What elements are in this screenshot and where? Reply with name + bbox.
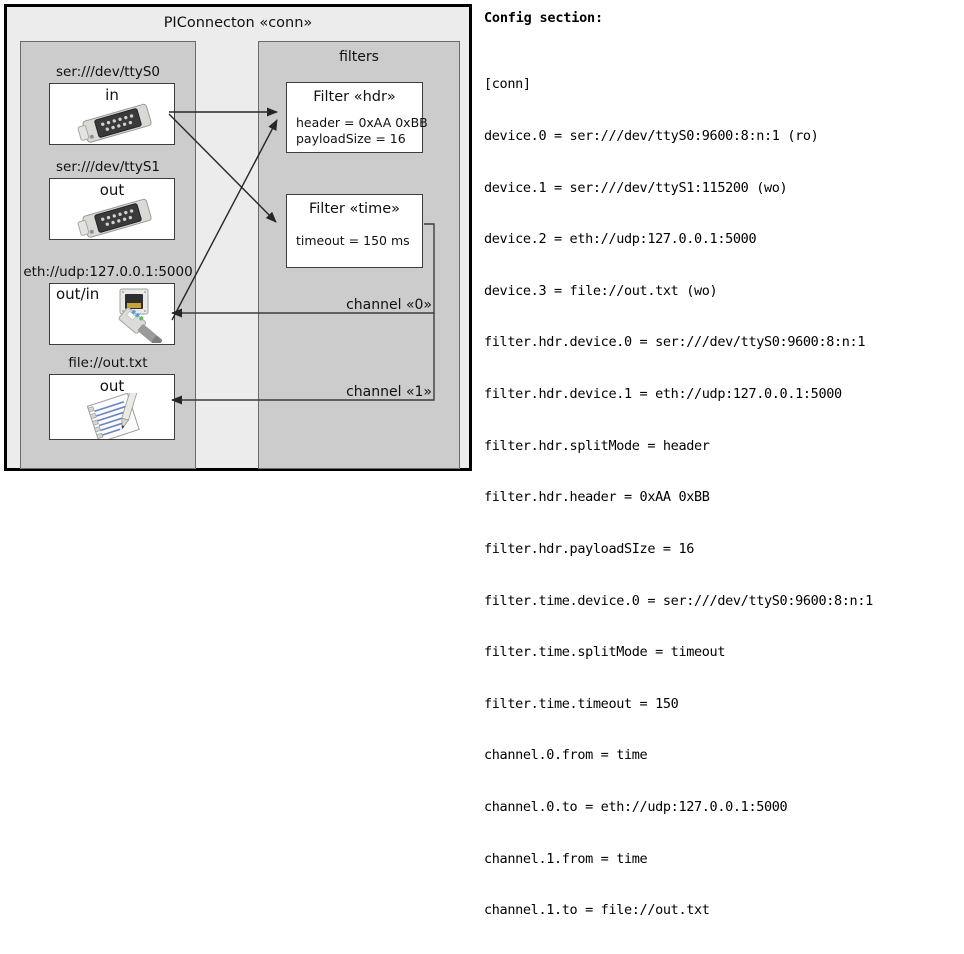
device-box-eth[interactable]: out/in <box>49 283 175 345</box>
config-line: filter.time.device.0 = ser:///dev/ttyS0:… <box>484 592 873 609</box>
config-line: filter.hdr.device.1 = eth://udp:127.0.0.… <box>484 386 842 403</box>
devices-panel: ser:///dev/ttyS0 in <box>20 41 196 469</box>
diagram-title: PIConnecton «conn» <box>163 15 313 31</box>
config-line: device.0 = ser:///dev/ttyS0:9600:8:n:1 (… <box>484 128 819 145</box>
device-box-file[interactable]: out <box>49 374 175 440</box>
config-line: channel.1.from = time <box>484 850 648 867</box>
filter-box-time[interactable]: Filter «time» timeout = 150 ms <box>286 194 423 268</box>
device-label-eth: eth://udp:127.0.0.1:5000 <box>23 264 193 280</box>
config-line: filter.hdr.device.0 = ser:///dev/ttyS0:9… <box>484 334 866 351</box>
config-body: [conn] device.0 = ser:///dev/ttyS0:9600:… <box>484 42 960 954</box>
serial-port-icon <box>77 103 152 143</box>
config-line: device.1 = ser:///dev/ttyS1:115200 (wo) <box>484 179 788 196</box>
screenshot-root: PIConnecton «conn» ser:///dev/ttyS0 in <box>4 4 960 919</box>
config-line: channel.0.to = eth://udp:127.0.0.1:5000 <box>484 798 788 815</box>
filter-box-hdr[interactable]: Filter «hdr» header = 0xAA 0xBB payloadS… <box>286 82 428 153</box>
diagram-frame: PIConnecton «conn» ser:///dev/ttyS0 in <box>4 4 472 471</box>
device-label-ttyS1: ser:///dev/ttyS1 <box>56 159 160 175</box>
config-heading: Config section: <box>484 10 603 26</box>
config-line: filter.hdr.splitMode = header <box>484 437 710 454</box>
device-box-ttyS0[interactable]: in <box>49 83 175 145</box>
config-line: filter.time.splitMode = timeout <box>484 644 726 661</box>
config-line: [conn] <box>484 76 531 93</box>
device-label-ttyS0: ser:///dev/ttyS0 <box>56 64 160 80</box>
config-panel: Config section: [conn] device.0 = ser://… <box>482 6 960 918</box>
config-line: filter.time.timeout = 150 <box>484 695 679 712</box>
device-direction-file: out <box>99 377 125 395</box>
filter-prop-hdr-header: header = 0xAA 0xBB <box>296 115 428 130</box>
channel-label-0: channel «0» <box>346 297 432 313</box>
config-line: device.2 = eth://udp:127.0.0.1:5000 <box>484 231 757 248</box>
channel-label-1: channel «1» <box>346 384 432 400</box>
serial-port-icon <box>77 198 152 238</box>
filter-prop-hdr-payload: payloadSize = 16 <box>296 131 406 146</box>
filters-panel-title: filters <box>339 49 379 65</box>
network-plug-icon <box>118 288 162 343</box>
device-label-file: file://out.txt <box>68 355 148 371</box>
filter-title-hdr: Filter «hdr» <box>313 89 396 105</box>
device-direction-ttyS1: out <box>99 181 125 199</box>
config-line: channel.0.from = time <box>484 747 648 764</box>
filter-title-time: Filter «time» <box>308 201 401 217</box>
text-file-icon <box>86 393 140 439</box>
device-direction-eth: out/in <box>56 285 100 303</box>
filter-prop-time-timeout: timeout = 150 ms <box>296 233 410 248</box>
device-box-ttyS1[interactable]: out <box>49 178 175 240</box>
config-line: filter.hdr.header = 0xAA 0xBB <box>484 489 710 506</box>
config-line: channel.1.to = file://out.txt <box>484 902 710 919</box>
config-line: device.3 = file://out.txt (wo) <box>484 282 718 299</box>
device-direction-ttyS0: in <box>105 86 119 104</box>
config-line: filter.hdr.payloadSIze = 16 <box>484 540 694 557</box>
filters-panel: filters Filter «hdr» header = 0xAA 0xBB … <box>258 41 460 469</box>
